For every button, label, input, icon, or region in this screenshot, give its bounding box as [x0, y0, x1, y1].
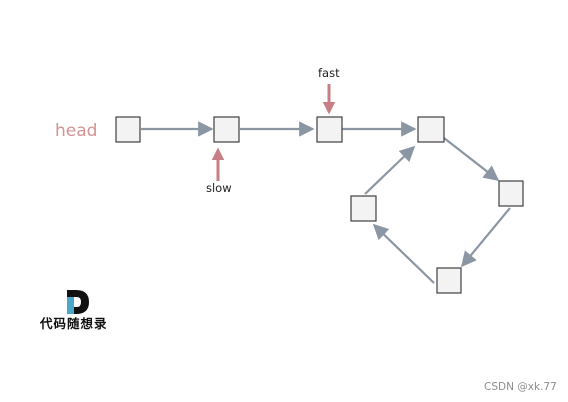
- list-node-3: [316, 116, 343, 143]
- edge-n6-n7: [372, 223, 435, 284]
- list-node-7: [350, 195, 377, 222]
- watermark-text: CSDN @xk.77: [484, 381, 557, 393]
- list-node-4: [417, 116, 445, 143]
- brand-logo: 代码随想录: [39, 290, 108, 331]
- list-node-6: [436, 267, 462, 294]
- logo-accent-bar: [67, 297, 74, 314]
- edge-n4-n5: [443, 137, 500, 181]
- slow-label: slow: [206, 181, 232, 195]
- list-node-5: [498, 180, 524, 207]
- head-label: head: [55, 121, 97, 141]
- edge-n7-n4: [364, 145, 416, 195]
- nodes: [115, 116, 524, 294]
- edges: [141, 121, 511, 284]
- list-node-2: [213, 116, 240, 143]
- logo-text: 代码随想录: [39, 316, 108, 331]
- fast-label: fast: [318, 66, 340, 80]
- list-node-1: [115, 116, 141, 143]
- edge-n5-n6: [461, 207, 511, 268]
